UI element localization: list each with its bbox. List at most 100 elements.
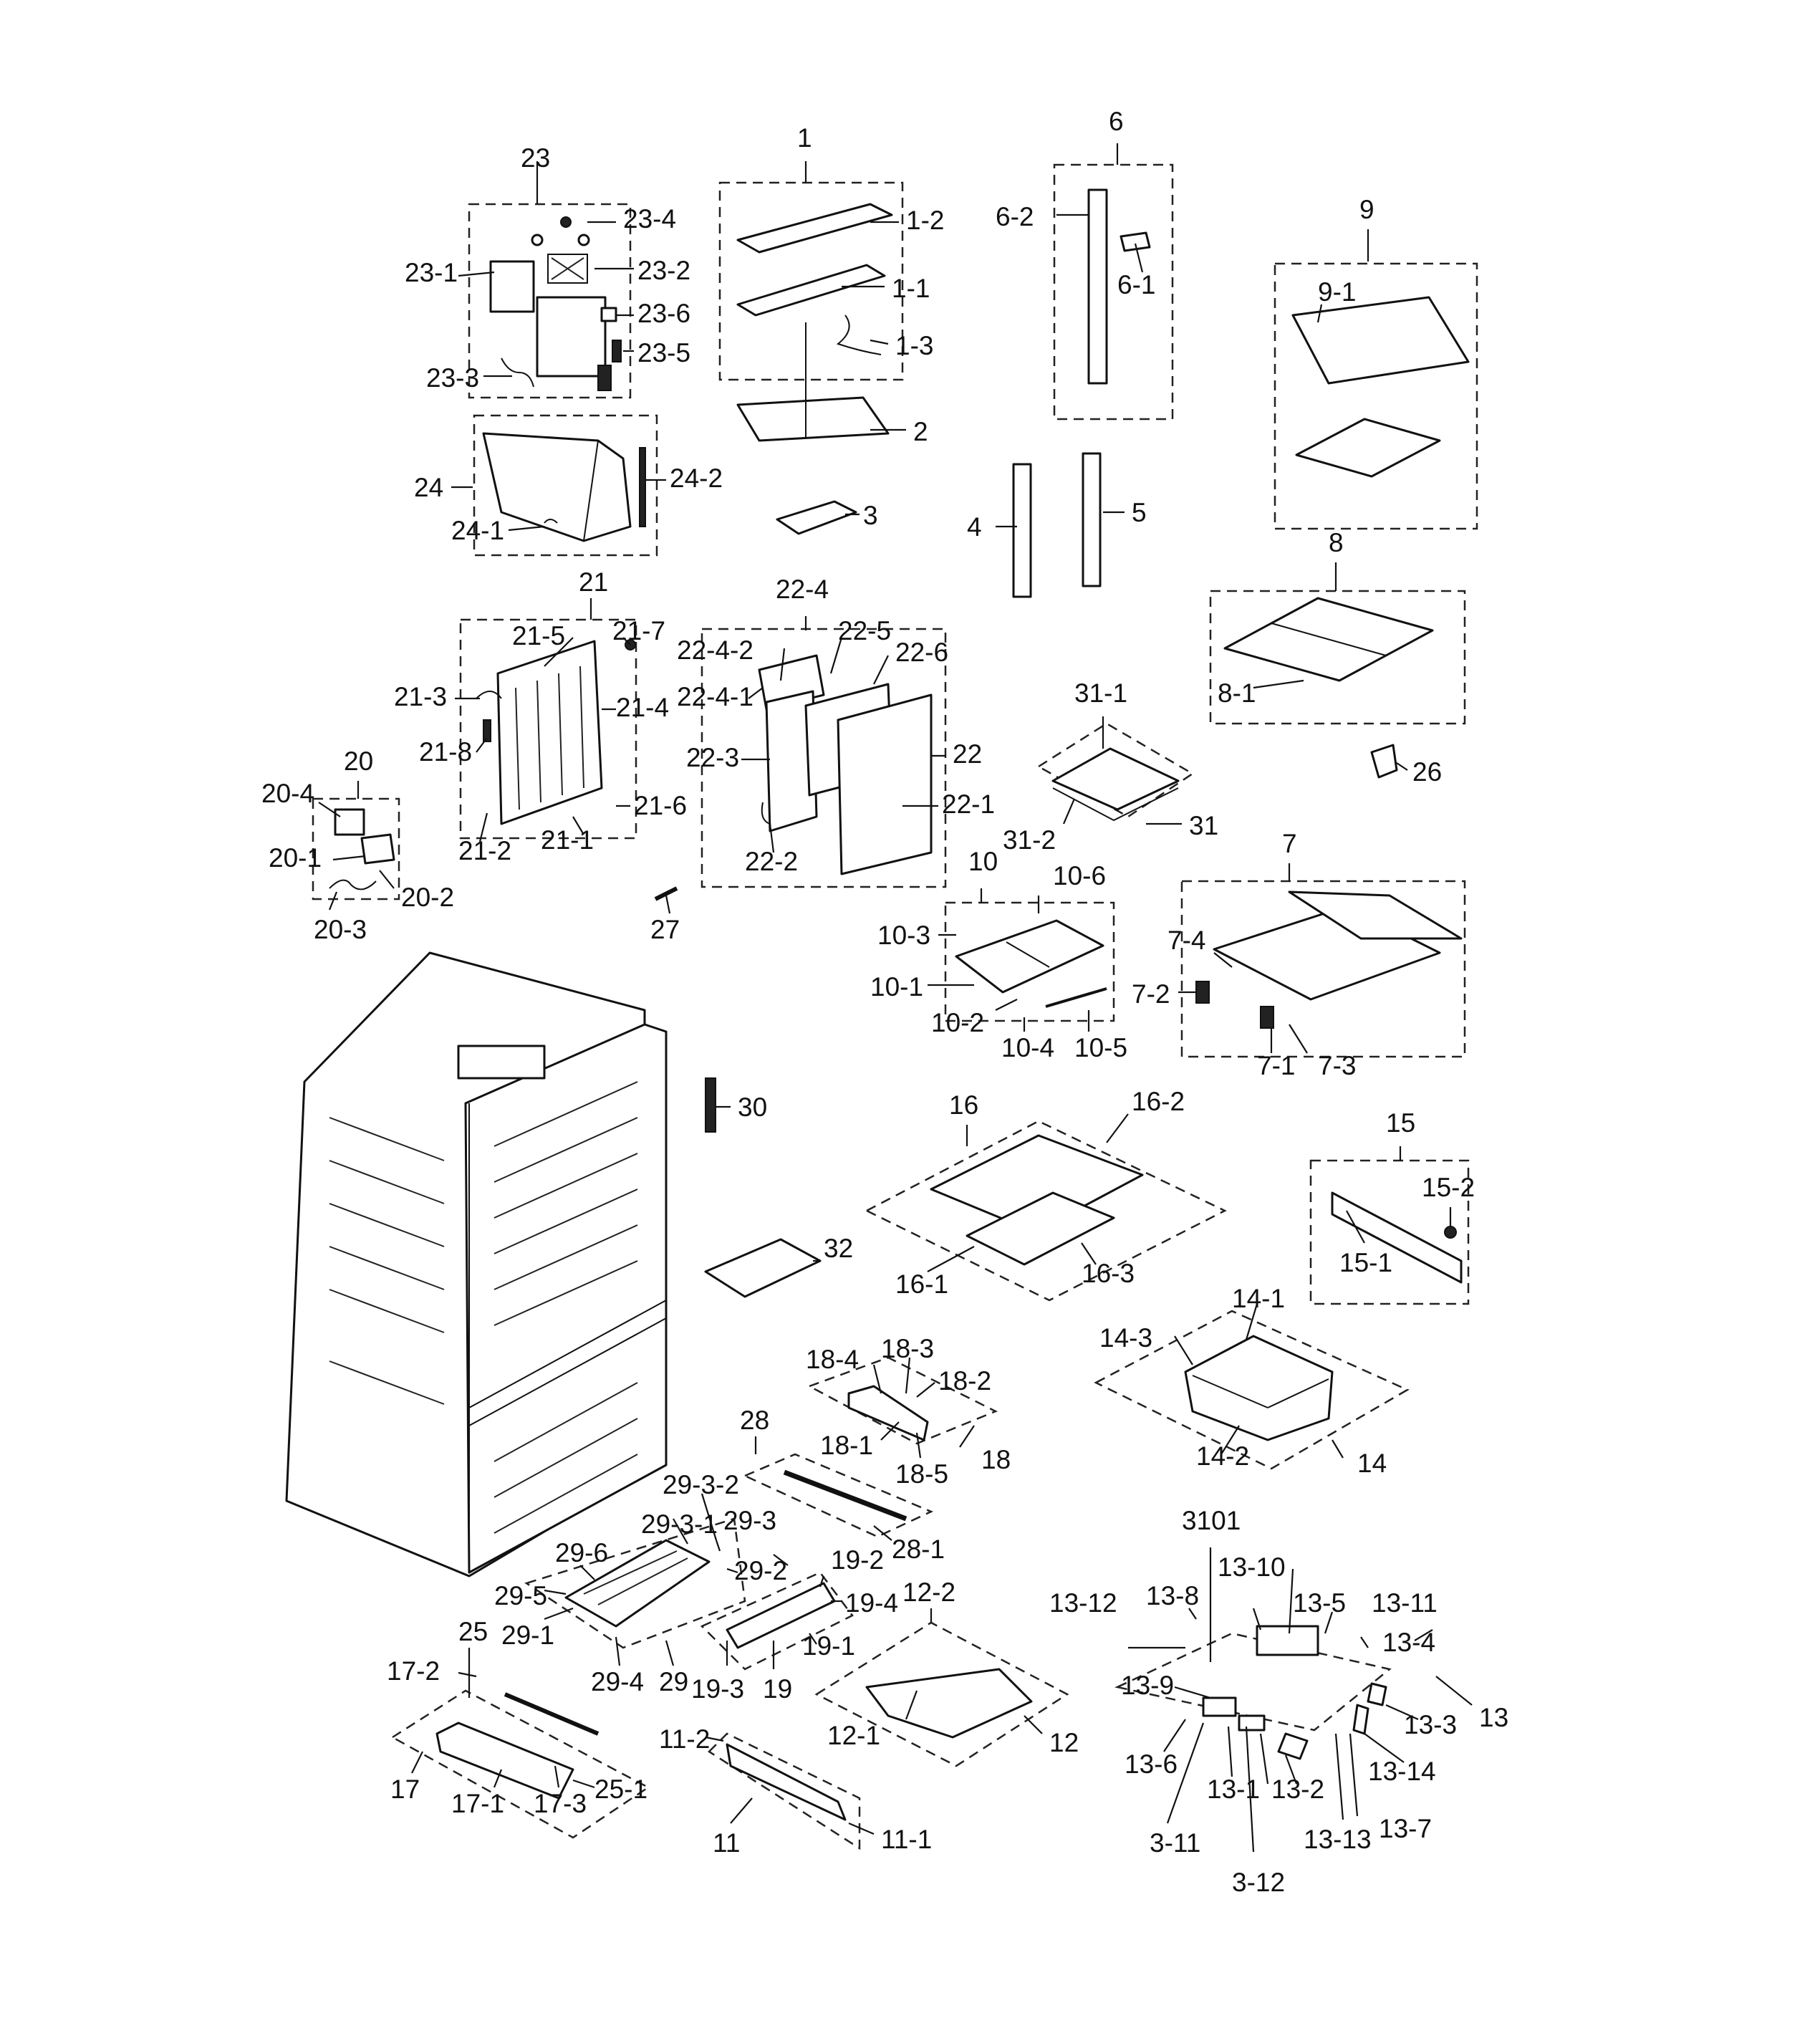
label-31-2: 31-2 bbox=[1003, 825, 1056, 855]
label-10-4: 10-4 bbox=[1001, 1033, 1054, 1062]
label-21-3: 21-3 bbox=[394, 682, 447, 711]
label-20-1: 20-1 bbox=[269, 843, 322, 873]
label-24-2: 24-2 bbox=[670, 464, 723, 493]
label-24: 24 bbox=[414, 473, 443, 502]
group-23-ice-maker bbox=[468, 203, 632, 399]
label-4: 4 bbox=[967, 512, 982, 542]
group-8-shelf bbox=[1209, 590, 1466, 725]
label-15: 15 bbox=[1386, 1108, 1415, 1138]
label-19-2: 19-2 bbox=[831, 1545, 884, 1575]
label-22-4-2: 22-4-2 bbox=[677, 635, 753, 665]
label-16-2: 16-2 bbox=[1132, 1087, 1185, 1116]
label-9: 9 bbox=[1359, 195, 1374, 224]
label-13-8: 13-8 bbox=[1146, 1581, 1199, 1610]
label-16-1: 16-1 bbox=[895, 1269, 948, 1299]
label-26: 26 bbox=[1412, 757, 1442, 787]
label-18-4: 18-4 bbox=[806, 1345, 859, 1374]
refrigerator-cabinet bbox=[285, 951, 668, 1578]
label-13-7: 13-7 bbox=[1379, 1814, 1432, 1843]
label-3101: 3101 bbox=[1182, 1506, 1241, 1535]
group-9-shelf bbox=[1273, 262, 1478, 530]
label-20: 20 bbox=[344, 746, 373, 776]
label-23-6: 23-6 bbox=[637, 299, 690, 328]
part-4 bbox=[1012, 463, 1032, 598]
label-18-1: 18-1 bbox=[820, 1431, 873, 1460]
label-11-1: 11-1 bbox=[881, 1825, 932, 1854]
label-14-3: 14-3 bbox=[1099, 1323, 1152, 1353]
label-13-4: 13-4 bbox=[1382, 1628, 1435, 1657]
label-29-3-2: 29-3-2 bbox=[663, 1470, 739, 1499]
label-21-1: 21-1 bbox=[541, 825, 594, 855]
label-8-1: 8-1 bbox=[1218, 678, 1256, 708]
label-21-7: 21-7 bbox=[612, 616, 665, 645]
label-31-1: 31-1 bbox=[1074, 678, 1127, 708]
label-13-9: 13-9 bbox=[1121, 1671, 1174, 1700]
label-7-3: 7-3 bbox=[1318, 1051, 1356, 1080]
label-7-1: 7-1 bbox=[1257, 1051, 1295, 1080]
label-22-5: 22-5 bbox=[838, 616, 891, 645]
label-6-2: 6-2 bbox=[996, 202, 1034, 231]
label-1: 1 bbox=[797, 123, 812, 153]
label-3-12: 3-12 bbox=[1232, 1868, 1285, 1897]
label-6-1: 6-1 bbox=[1117, 270, 1155, 299]
label-17: 17 bbox=[390, 1775, 420, 1804]
label-18: 18 bbox=[981, 1445, 1011, 1474]
label-13-13: 13-13 bbox=[1304, 1825, 1372, 1854]
label-29-4: 29-4 bbox=[591, 1667, 644, 1696]
label-13-12: 13-12 bbox=[1049, 1588, 1117, 1618]
part-32 bbox=[704, 1238, 822, 1298]
label-29-2: 29-2 bbox=[734, 1556, 787, 1585]
label-22-6: 22-6 bbox=[895, 638, 948, 667]
group-20-damper bbox=[312, 797, 400, 901]
label-18-2: 18-2 bbox=[938, 1366, 991, 1396]
label-7: 7 bbox=[1282, 829, 1297, 858]
label-21-6: 21-6 bbox=[634, 791, 687, 820]
label-14-2: 14-2 bbox=[1196, 1441, 1249, 1471]
label-18-5: 18-5 bbox=[895, 1459, 948, 1489]
label-12-2: 12-2 bbox=[902, 1578, 955, 1607]
label-29-5: 29-5 bbox=[494, 1581, 547, 1610]
label-10: 10 bbox=[968, 847, 998, 876]
group-6-hinge bbox=[1053, 163, 1174, 421]
label-20-3: 20-3 bbox=[314, 915, 367, 944]
label-28: 28 bbox=[740, 1406, 769, 1435]
label-3-11: 3-11 bbox=[1150, 1828, 1200, 1858]
label-21-2: 21-2 bbox=[458, 836, 511, 865]
part-30 bbox=[705, 1077, 716, 1133]
group-24-ice-bucket bbox=[473, 414, 658, 557]
label-11: 11 bbox=[713, 1828, 740, 1858]
label-21-8: 21-8 bbox=[419, 737, 472, 767]
label-19-4: 19-4 bbox=[845, 1588, 898, 1618]
group-1-top-cover bbox=[718, 181, 904, 442]
label-22-2: 22-2 bbox=[745, 847, 798, 876]
label-1-3: 1-3 bbox=[895, 331, 933, 360]
group-29-tray bbox=[524, 1517, 746, 1649]
label-5: 5 bbox=[1132, 498, 1147, 527]
group-7-shelf bbox=[1180, 880, 1466, 1058]
label-28-1: 28-1 bbox=[892, 1535, 945, 1564]
label-16: 16 bbox=[949, 1090, 978, 1120]
label-21: 21 bbox=[579, 567, 608, 597]
label-13-5: 13-5 bbox=[1293, 1588, 1346, 1618]
label-8: 8 bbox=[1329, 528, 1344, 557]
label-1-2: 1-2 bbox=[906, 206, 944, 235]
label-27: 27 bbox=[650, 915, 680, 944]
label-12-1: 12-1 bbox=[827, 1721, 880, 1750]
label-30: 30 bbox=[738, 1093, 767, 1122]
label-29-3: 29-3 bbox=[723, 1506, 776, 1535]
label-22-1: 22-1 bbox=[942, 789, 995, 819]
group-10-shelf bbox=[944, 901, 1115, 1022]
part-27 bbox=[654, 886, 678, 901]
label-17-3: 17-3 bbox=[534, 1789, 587, 1818]
label-22-4-1: 22-4-1 bbox=[677, 682, 753, 711]
label-23-3: 23-3 bbox=[426, 363, 479, 393]
label-23-5: 23-5 bbox=[637, 338, 690, 368]
label-22: 22 bbox=[953, 739, 982, 769]
label-15-1: 15-1 bbox=[1339, 1248, 1392, 1277]
label-11-2: 11-2 bbox=[659, 1724, 710, 1754]
label-13-3: 13-3 bbox=[1404, 1710, 1457, 1739]
part-3 bbox=[776, 500, 857, 535]
label-29-1: 29-1 bbox=[501, 1620, 554, 1650]
label-3: 3 bbox=[863, 501, 878, 530]
